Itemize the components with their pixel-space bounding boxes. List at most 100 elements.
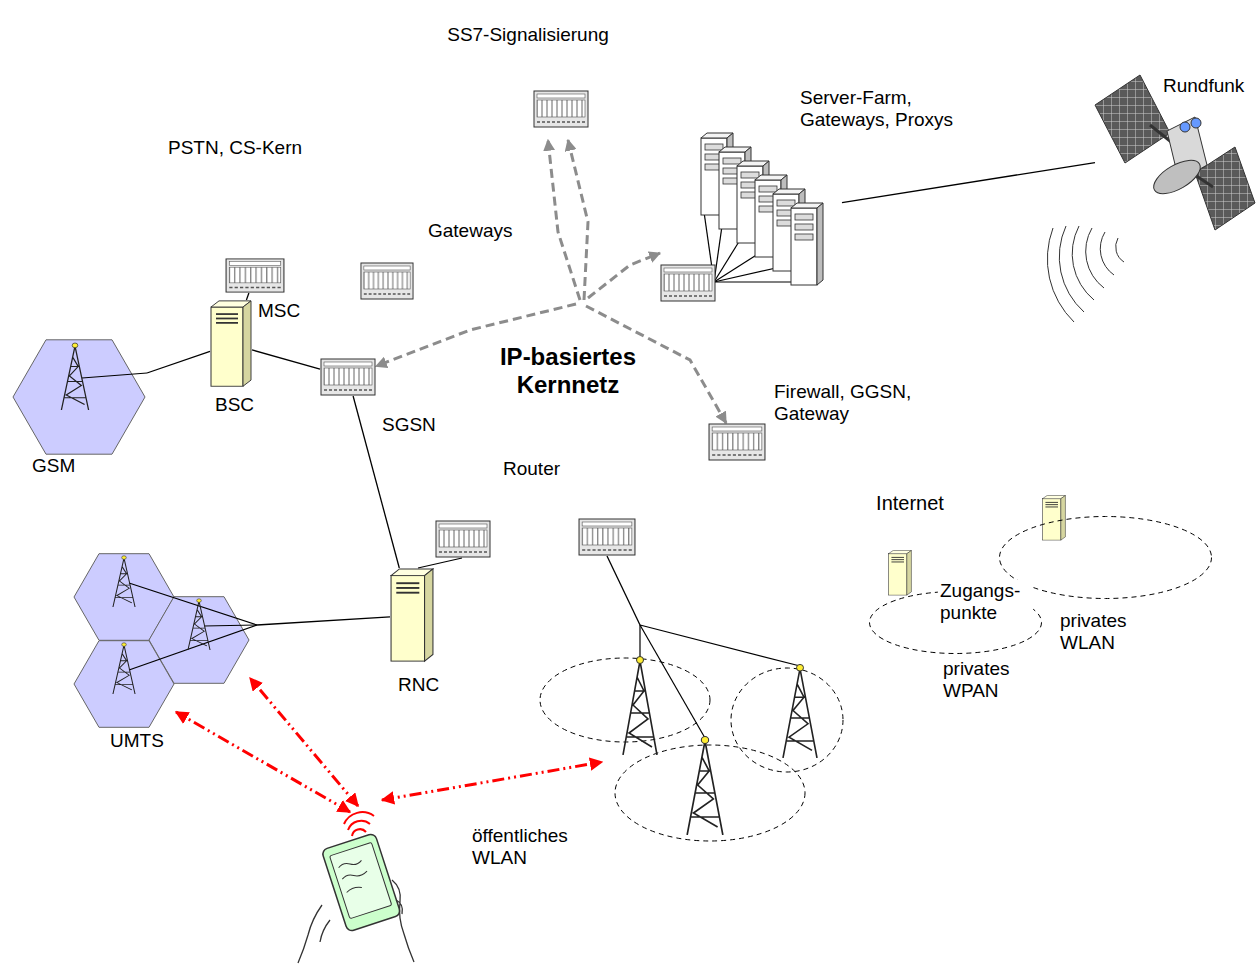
line-shape [640, 625, 705, 738]
use-shape [661, 265, 715, 301]
device-icon [535, 625, 845, 865]
path-shape [392, 880, 414, 962]
area-label: Zugangs- punkte [938, 580, 1033, 624]
device-label: privates WLAN [1060, 610, 1155, 654]
device-icon [390, 568, 434, 663]
link-line [257, 617, 390, 625]
label-wrap: privates WLAN [1060, 610, 1155, 654]
g-shape [298, 880, 414, 963]
bsc-server: BSC [210, 300, 252, 388]
device-icon [360, 262, 414, 300]
broadcast-satellite: Rundfunk [1095, 65, 1255, 235]
msc-switch: MSC [225, 258, 285, 293]
use-shape [361, 263, 413, 299]
device-label: UMTS [110, 730, 164, 752]
device-icon [210, 300, 252, 388]
line-shape [639, 625, 640, 658]
rnc-server: RNC [390, 568, 434, 663]
use-shape [391, 569, 433, 661]
line-shape [714, 281, 794, 282]
path-shape [348, 821, 370, 830]
cloud-outline [370, 191, 785, 520]
label-wrap: Internet [835, 492, 985, 515]
device-icon [660, 132, 842, 302]
use-shape [226, 259, 284, 292]
use-shape [113, 643, 135, 694]
device-label: RNC [398, 674, 439, 696]
cloud-label: IP-basiertes Kernnetz [478, 343, 658, 398]
label-wrap: GSM [32, 455, 75, 477]
pstn-cloud: PSTN, CS-Kern [45, 92, 400, 267]
circle-shape [1180, 122, 1190, 132]
use-shape [687, 737, 723, 836]
label-wrap: SS7-Signalisierung [408, 24, 648, 46]
ellipse-shape [540, 658, 710, 742]
line-shape [418, 558, 462, 568]
device-label: MSC [258, 300, 300, 322]
router-switch: Router [578, 518, 636, 556]
path-shape [250, 678, 358, 806]
cloud-outline [407, 4, 648, 139]
line-shape [129, 583, 257, 625]
label-wrap: Server-Farm, Gateways, Proxys [800, 87, 975, 131]
device-icon [708, 423, 766, 461]
label-wrap: Zugangs- punkte [938, 580, 1033, 624]
g-shape [540, 658, 843, 841]
use-shape [534, 91, 588, 127]
label-wrap: Firewall, GGSN, Gateway [774, 381, 924, 425]
label-wrap: privates WPAN [943, 658, 1038, 702]
link-line [607, 556, 640, 625]
label-wrap: RNC [398, 674, 439, 696]
line-shape [714, 254, 758, 282]
label-wrap: PSTN, CS-Kern [115, 137, 355, 159]
use-shape [113, 556, 135, 607]
cloud-label: SS7-Signalisierung [408, 24, 648, 46]
gsm-cell: GSM [12, 340, 147, 455]
path-shape [298, 905, 330, 963]
flow-arrow [548, 140, 580, 300]
cloud-outline [62, 92, 382, 267]
g-shape [344, 812, 374, 836]
device-label: GSM [32, 455, 75, 477]
path-shape [1047, 228, 1074, 322]
path-shape [1059, 226, 1084, 312]
device-icon [12, 340, 147, 455]
path-shape [352, 829, 366, 836]
label-wrap: SGSN [382, 414, 436, 436]
label-wrap: IP-basiertes Kernnetz [478, 343, 658, 398]
label-wrap: Router [503, 458, 560, 480]
internet-cloud: Internet [705, 468, 1090, 578]
use-shape [783, 664, 817, 758]
firewall-switch: Firewall, GGSN, Gateway [708, 423, 766, 461]
path-shape [1086, 228, 1104, 288]
cloud-label: Internet [835, 492, 985, 515]
label-wrap: UMTS [110, 730, 164, 752]
label-wrap: MSC [258, 300, 300, 322]
core-cloud: IP-basiertes Kernnetz [358, 188, 793, 523]
device-icon [320, 358, 376, 396]
use-shape [211, 301, 251, 386]
use-shape [436, 521, 490, 557]
line-shape [129, 625, 257, 670]
device-icon [388, 2, 668, 140]
link-line [147, 351, 210, 373]
path-shape [1100, 232, 1114, 275]
server-farm: Server-Farm, Gateways, Proxys [660, 132, 842, 302]
use-shape [188, 599, 210, 650]
path-shape [1116, 238, 1124, 262]
g-shape [1047, 226, 1124, 322]
cloud-outline [388, 2, 668, 140]
line-shape [640, 625, 800, 666]
device-label: Firewall, GGSN, Gateway [774, 381, 924, 425]
circle-shape [1191, 118, 1201, 128]
g-shape [321, 833, 401, 932]
use-shape [889, 550, 912, 595]
device-icon [578, 518, 636, 556]
gateway-switch: Gateways [360, 262, 414, 300]
device-label: BSC [215, 394, 254, 416]
link-line [252, 350, 320, 369]
flow-arrow [588, 253, 660, 298]
device-label: Rundfunk [1163, 75, 1244, 97]
use-shape [623, 657, 657, 756]
device-icon [72, 552, 257, 730]
